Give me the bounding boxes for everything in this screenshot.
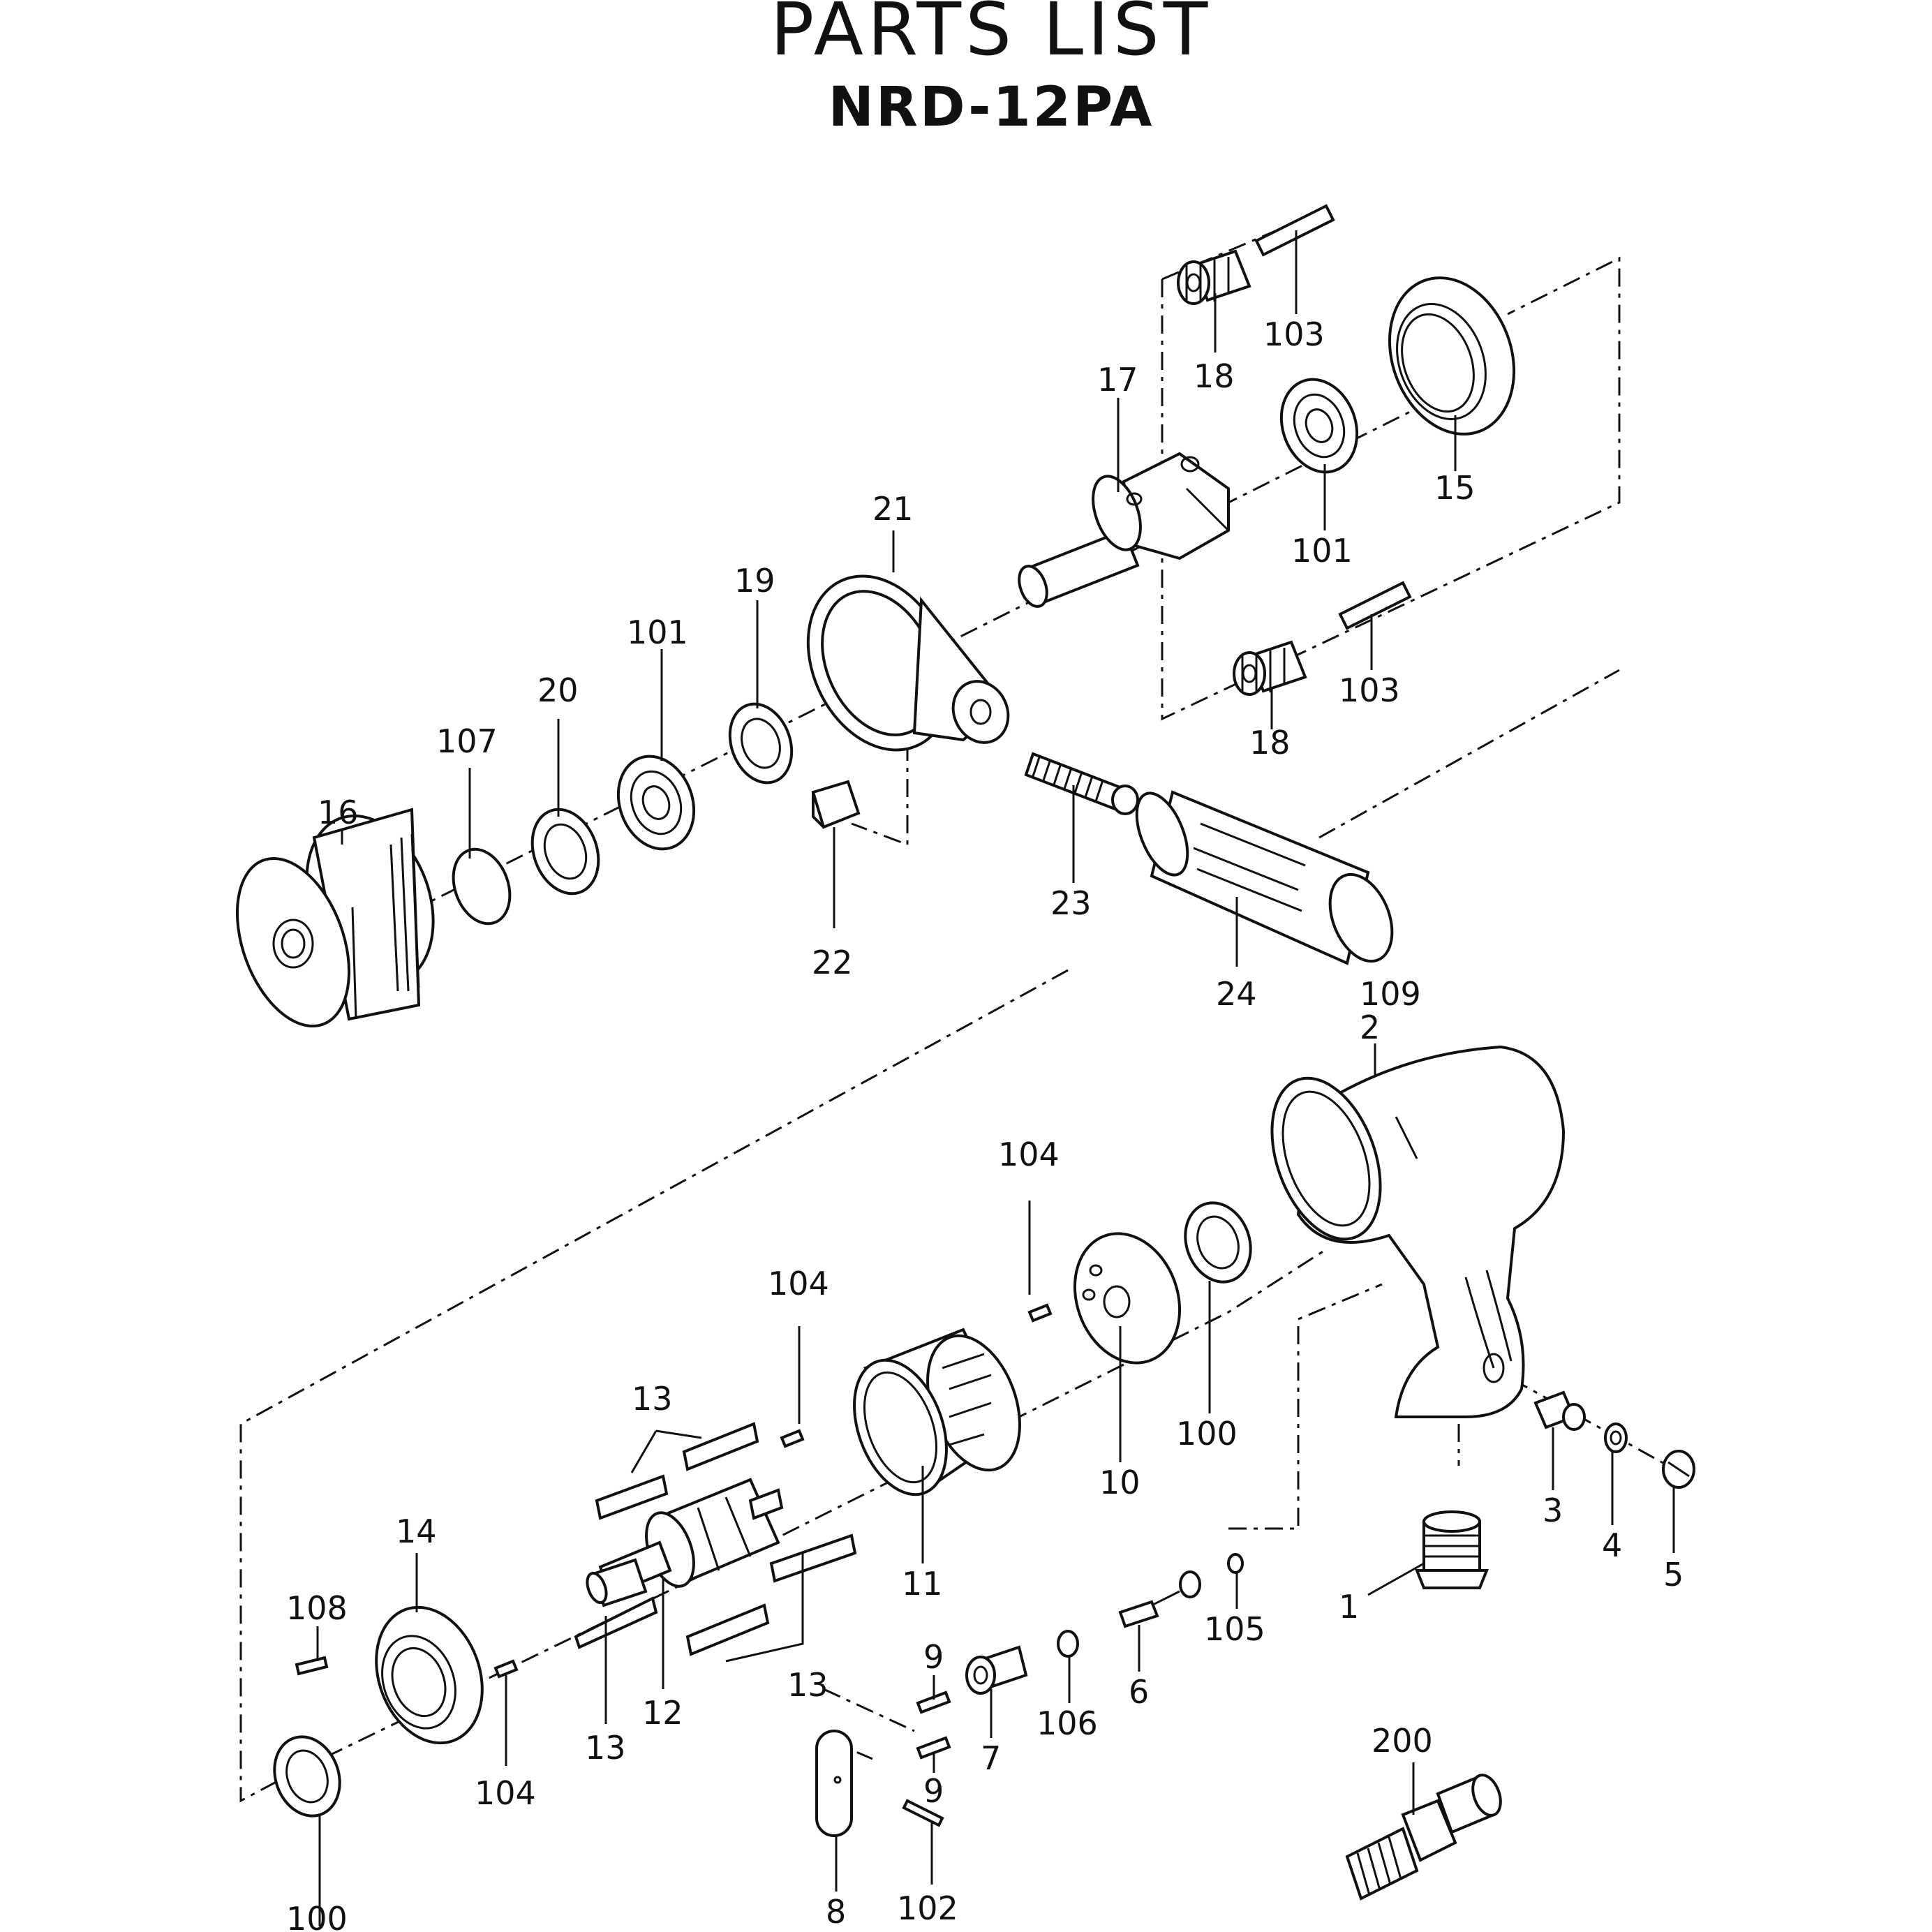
part-100-bearing-b (273, 1735, 341, 1818)
part-9-spring-a (916, 1690, 951, 1714)
part-105-o-ring (1227, 1553, 1244, 1574)
upper-assembly (235, 204, 1621, 1028)
label-101b: 101 (1291, 532, 1353, 570)
label-13a: 13 (632, 1380, 673, 1418)
label-18a: 18 (1194, 357, 1235, 395)
label-106: 106 (1036, 1704, 1098, 1742)
label-16: 16 (318, 794, 359, 831)
label-9b: 9 (923, 1772, 944, 1810)
part-18-planet-gear-b (1233, 640, 1307, 696)
part-20-seal (530, 808, 600, 896)
label-2: 2 (1360, 1009, 1380, 1046)
label-20: 20 (537, 671, 579, 709)
label-21: 21 (872, 490, 914, 528)
lower-assembly (239, 969, 1695, 1901)
part-104-pin-b (780, 1429, 805, 1448)
part-5-screw (1662, 1450, 1695, 1489)
part-10-rear-plate (1073, 1232, 1182, 1365)
label-22: 22 (812, 944, 853, 981)
label-105: 105 (1204, 1610, 1265, 1648)
leader-lines (316, 230, 1675, 1926)
part-14-front-plate (375, 1605, 484, 1745)
part-24-sleeve (1135, 790, 1394, 965)
label-109: 109 (1360, 975, 1421, 1013)
part-102-pin (902, 1799, 944, 1827)
part-13-vane-b (595, 1474, 669, 1520)
part-11-cylinder (853, 1328, 1021, 1496)
label-103b: 103 (1339, 671, 1400, 709)
part-1-inlet-fitting (1415, 1510, 1489, 1589)
label-14: 14 (396, 1513, 437, 1550)
part-21-yoke (806, 574, 1010, 752)
label-13c: 13 (787, 1666, 828, 1704)
part-100-bearing-a (1184, 1201, 1252, 1284)
label-11: 11 (902, 1565, 943, 1603)
label-12: 12 (642, 1694, 683, 1732)
label-19: 19 (734, 562, 775, 600)
part-103-pin-a (1254, 204, 1335, 257)
part-16-front-cap (235, 808, 435, 1028)
label-107: 107 (436, 722, 498, 760)
part-23-spring (1024, 752, 1139, 815)
label-6: 6 (1129, 1673, 1149, 1711)
label-1: 1 (1339, 1588, 1359, 1626)
label-104b: 104 (768, 1265, 829, 1302)
part-103-pin-b (1338, 581, 1412, 630)
page-title: PARTS LIST (771, 0, 1212, 72)
part-15-ring-gear (1388, 276, 1516, 436)
part-101-bearing-b (1279, 378, 1359, 474)
part-2-housing (1270, 1045, 1566, 1418)
label-24: 24 (1216, 975, 1257, 1013)
label-9a: 9 (923, 1638, 944, 1676)
part-4-washer (1604, 1422, 1628, 1453)
label-103a: 103 (1263, 315, 1325, 353)
label-108: 108 (286, 1589, 348, 1627)
label-3: 3 (1543, 1492, 1563, 1529)
part-108-pin (295, 1656, 329, 1676)
label-102: 102 (897, 1889, 958, 1927)
part-12-rotor (586, 1478, 784, 1607)
part-13-vane-e (574, 1596, 658, 1649)
model-number: NRD-12PA (828, 76, 1154, 139)
part-13-vane-d (685, 1603, 770, 1656)
part-6-valve-stem (1118, 1570, 1201, 1628)
part-101-bearing-a (616, 755, 696, 851)
label-17: 17 (1097, 361, 1138, 399)
part-104-pin-c (493, 1659, 519, 1679)
part-104-pin-a (1027, 1303, 1053, 1323)
part-13-vane-c (769, 1533, 857, 1583)
part-19-washer (728, 702, 794, 785)
label-13b: 13 (585, 1729, 626, 1767)
part-17-spindle (1018, 452, 1231, 608)
part-8-throttle-lever (815, 1730, 853, 1837)
label-101a: 101 (627, 614, 688, 651)
label-15: 15 (1434, 469, 1476, 507)
label-4: 4 (1602, 1526, 1622, 1564)
part-200-quick-coupler (1345, 1774, 1502, 1901)
part-22-block (811, 780, 861, 829)
label-23: 23 (1050, 884, 1092, 922)
label-104c: 104 (475, 1774, 536, 1812)
part-3-bushing (1533, 1390, 1586, 1431)
label-104a: 104 (998, 1136, 1060, 1173)
part-9-spring-b (916, 1736, 951, 1760)
label-100b: 100 (286, 1900, 348, 1932)
label-7: 7 (981, 1739, 1001, 1777)
part-13-vane-a (682, 1422, 759, 1471)
label-8: 8 (826, 1893, 846, 1931)
label-200: 200 (1372, 1722, 1433, 1760)
label-5: 5 (1663, 1556, 1684, 1593)
part-labels: 16 107 20 101 19 21 22 23 24 17 18 18 10… (286, 315, 1684, 1932)
label-18b: 18 (1249, 724, 1291, 761)
part-107-o-ring (452, 847, 512, 926)
label-100a: 100 (1176, 1415, 1238, 1452)
part-7-valve-bushing (965, 1645, 1028, 1695)
part-18-planet-gear-a (1177, 249, 1251, 305)
label-10: 10 (1099, 1464, 1140, 1501)
part-106-o-ring (1057, 1630, 1079, 1658)
